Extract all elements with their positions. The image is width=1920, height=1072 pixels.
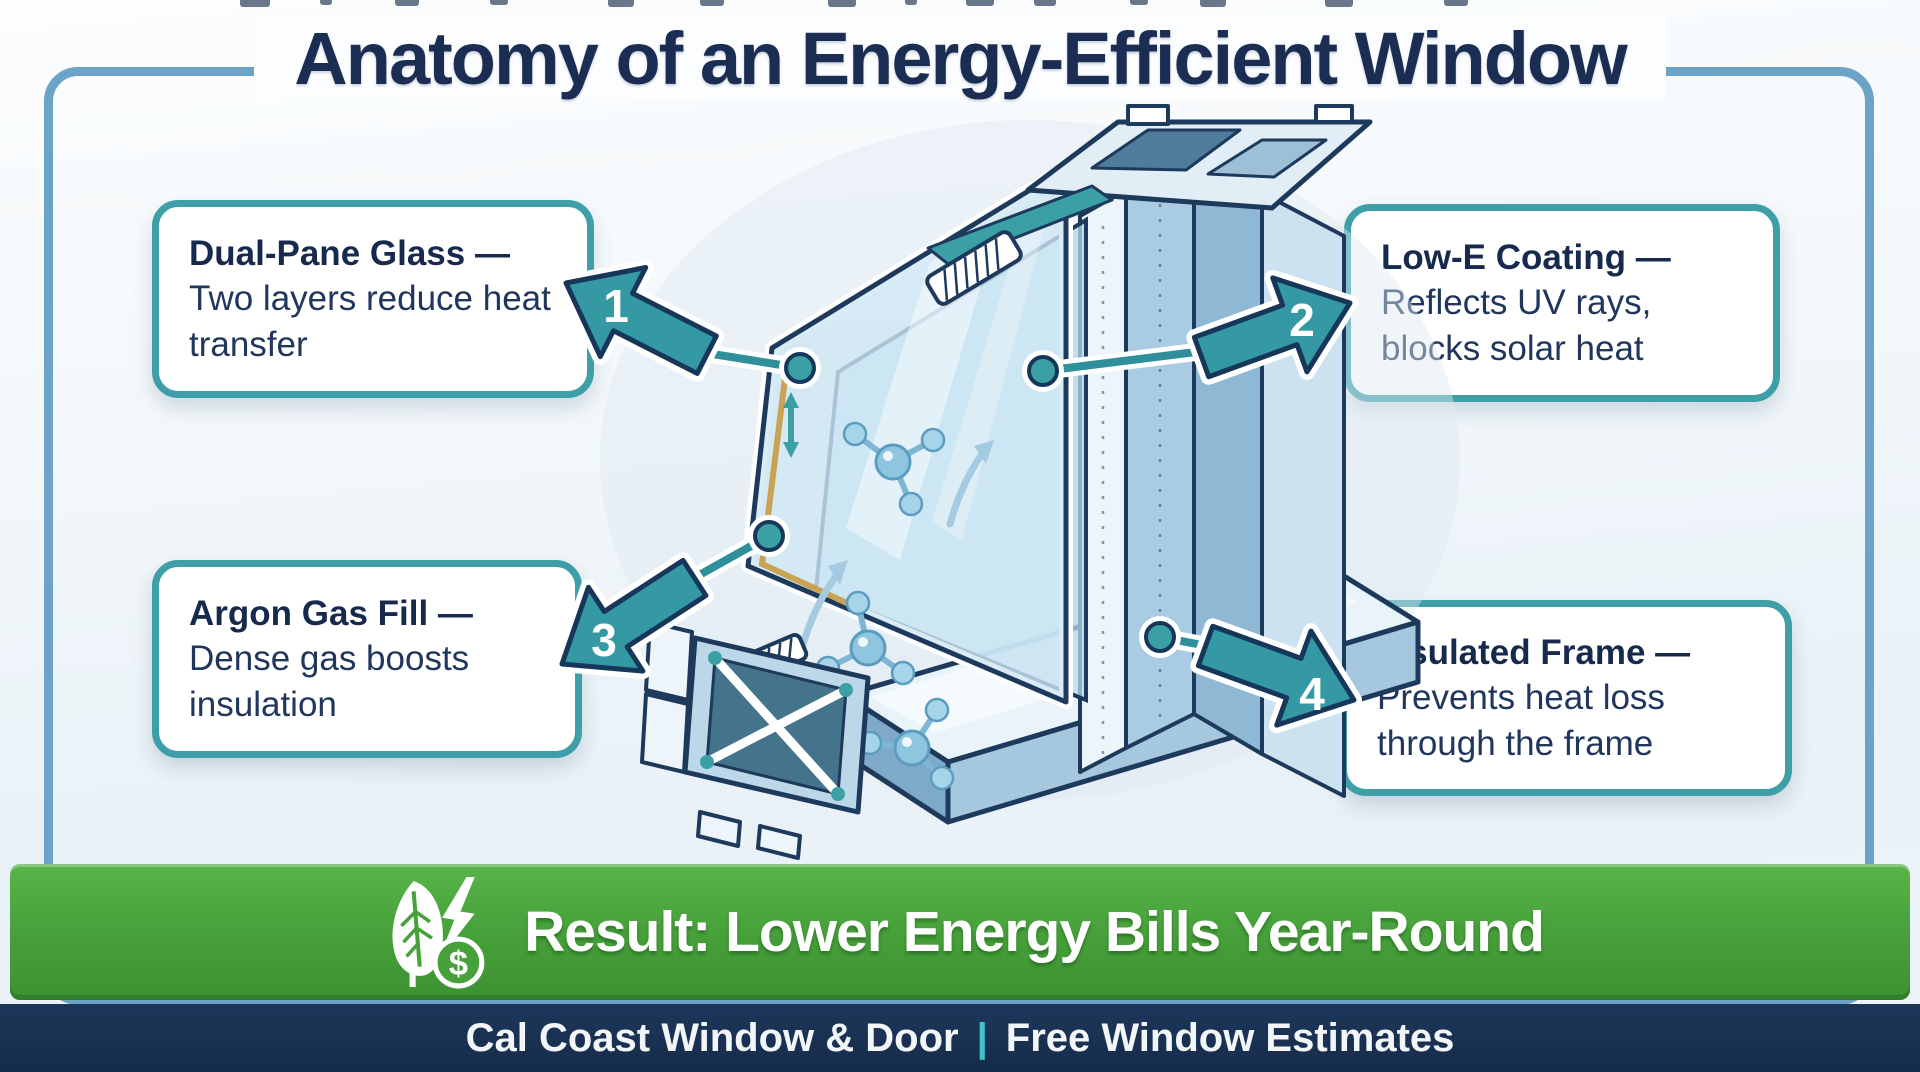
callout-body: Dense gas boosts insulation — [189, 639, 470, 724]
company-name: Cal Coast Window & Door — [465, 1015, 959, 1060]
callout-card-dual-pane-glass: Dual-Pane Glass — Two layers reduce heat… — [152, 200, 594, 398]
banner-eco-savings-icon: $ — [392, 877, 485, 989]
result-banner: $ Result: Lower Energy Bills Year-Round — [10, 864, 1910, 1000]
callout-heading: Argon Gas Fill — — [189, 593, 473, 633]
callout-heading: Dual-Pane Glass — — [189, 233, 510, 273]
dollar-coin-icon: $ — [432, 936, 485, 989]
callout-body: Two layers reduce heat transfer — [189, 279, 551, 364]
banner-text: Result: Lower Energy Bills Year-Round — [524, 900, 1545, 964]
callout-heading: Insulated Frame — — [1377, 632, 1691, 672]
footer-bar: Cal Coast Window & Door | Free Window Es… — [0, 1004, 1920, 1072]
footer-offer: Free Window Estimates — [1005, 1015, 1455, 1060]
callout-card-low-e-coating: Low-E Coating — Reflects UV rays, blocks… — [1344, 204, 1780, 402]
callout-heading: Low-E Coating — — [1381, 237, 1671, 277]
callout-body: Prevents heat loss through the frame — [1377, 678, 1665, 763]
leaf-icon — [392, 881, 443, 987]
callout-card-argon-gas-fill: Argon Gas Fill — Dense gas boosts insula… — [152, 560, 582, 758]
dollar-sign: $ — [449, 945, 468, 983]
page-title: Anatomy of an Energy-Efficient Window — [0, 16, 1920, 101]
callout-body: Reflects UV rays, blocks solar heat — [1381, 283, 1652, 368]
footer-divider: | — [976, 1015, 988, 1060]
callout-card-insulated-frame: Insulated Frame — Prevents heat loss thr… — [1340, 600, 1792, 796]
